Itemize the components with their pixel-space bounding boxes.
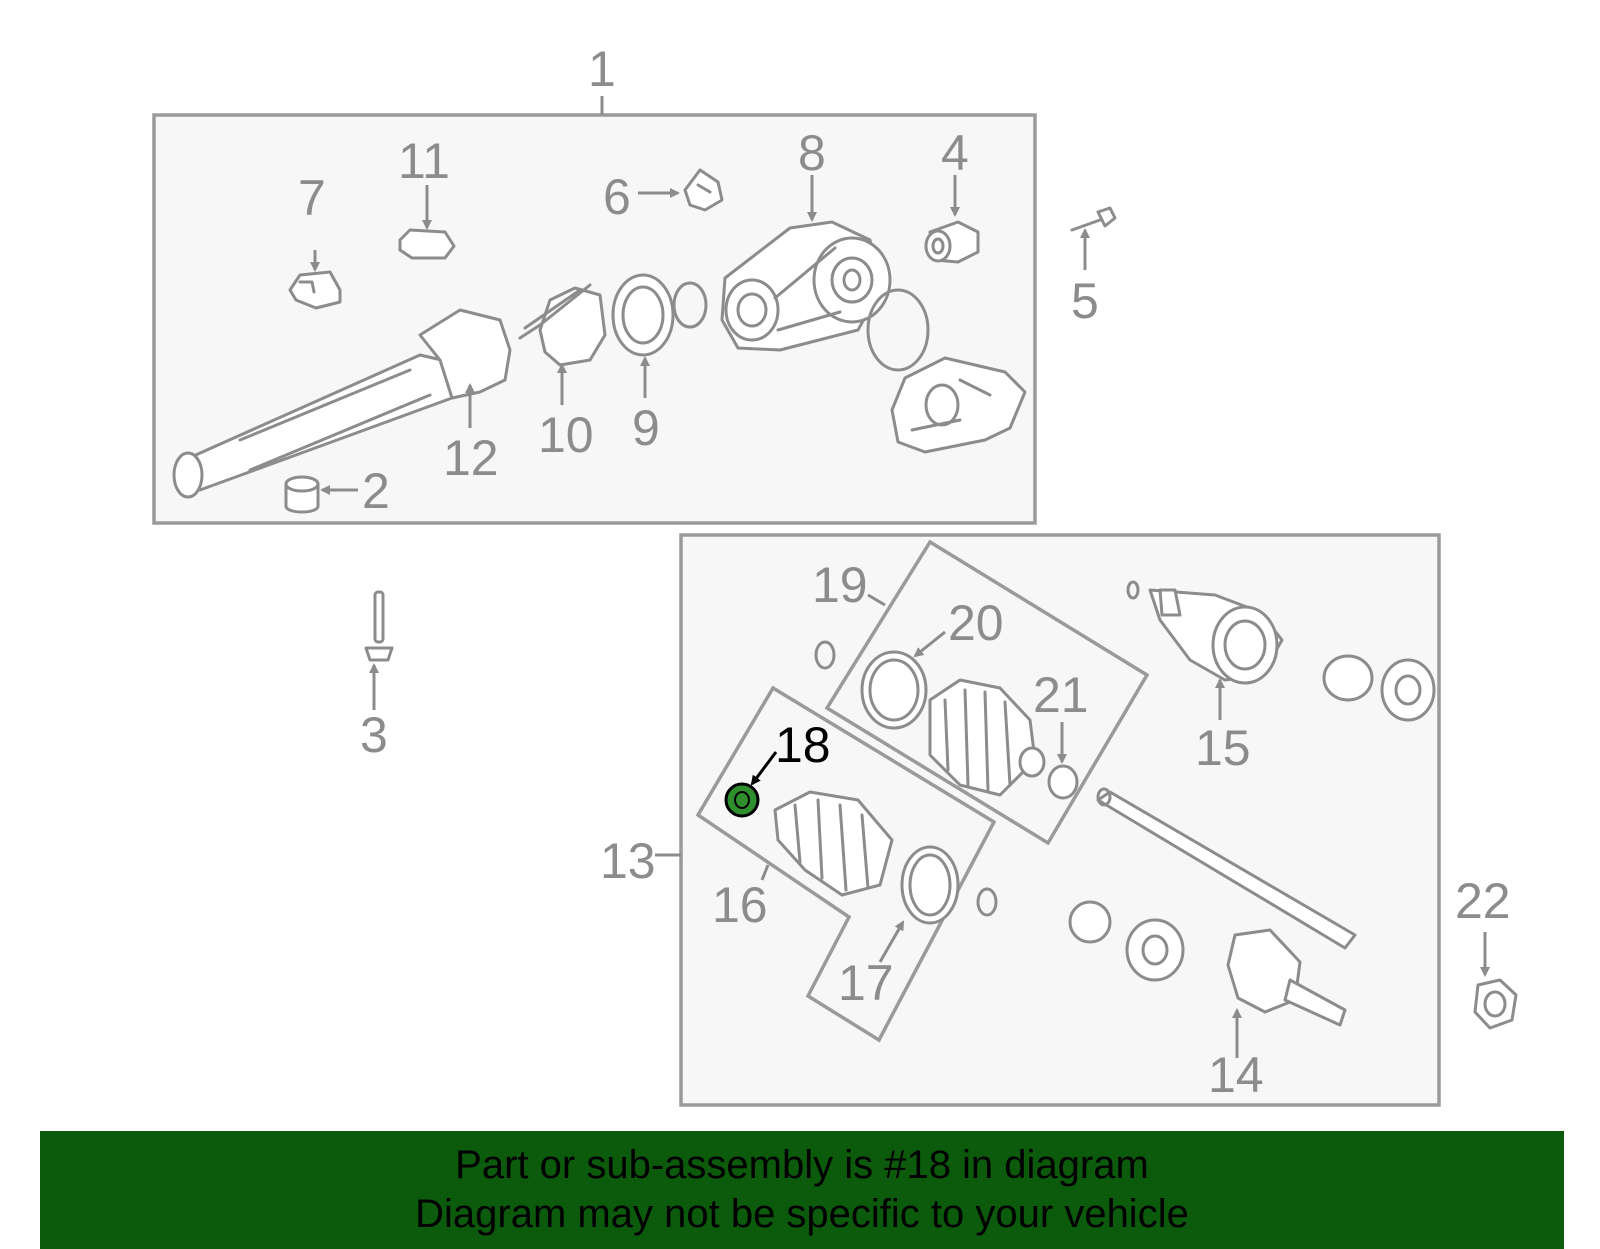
- part-20-clamp[interactable]: [860, 650, 928, 730]
- part-12-axle-tube[interactable]: [172, 308, 512, 499]
- part-11-bracket[interactable]: [398, 228, 456, 260]
- part-4-bushing[interactable]: [924, 220, 980, 264]
- part-clip-small[interactable]: [814, 640, 836, 670]
- callout-10: 10: [538, 407, 594, 463]
- callout-5: 5: [1071, 273, 1099, 329]
- part-15-outer-cv-joint[interactable]: [1126, 580, 1284, 685]
- sub-box-16: [695, 685, 997, 1043]
- part-16-boot[interactable]: [773, 790, 894, 897]
- callout-21: 21: [1033, 667, 1089, 723]
- callout-1: 1: [588, 41, 616, 97]
- part-21-ring[interactable]: [1047, 764, 1079, 800]
- part-10-actuator[interactable]: [518, 283, 607, 367]
- part-2-plug[interactable]: [284, 475, 320, 514]
- callout-8: 8: [798, 125, 826, 181]
- part-differential-cover[interactable]: [890, 356, 1027, 454]
- callout-20: 20: [948, 595, 1004, 651]
- part-6-clip[interactable]: [683, 168, 724, 212]
- part-5-bolt[interactable]: [1070, 206, 1117, 232]
- part-9-gasket[interactable]: [611, 273, 708, 357]
- callout-2: 2: [362, 463, 390, 519]
- callout-7: 7: [298, 170, 326, 226]
- part-o-ring-large[interactable]: [866, 288, 930, 372]
- callout-4: 4: [941, 125, 969, 181]
- callout-17: 17: [838, 955, 894, 1011]
- part-7-bracket[interactable]: [288, 270, 342, 310]
- callout-15: 15: [1195, 720, 1251, 776]
- part-19-boot[interactable]: [928, 678, 1046, 797]
- part-tripod-upper[interactable]: [1322, 654, 1436, 722]
- callout-19: 19: [812, 557, 868, 613]
- callout-11: 11: [398, 133, 450, 189]
- part-tripod-lower[interactable]: [1068, 900, 1185, 982]
- info-banner: Part or sub-assembly is #18 in diagram D…: [40, 1131, 1564, 1249]
- callout-18-highlighted[interactable]: 18: [775, 717, 831, 773]
- callout-12: 12: [443, 430, 499, 486]
- callout-13: 13: [600, 833, 656, 889]
- part-3-bolt[interactable]: [364, 590, 394, 662]
- banner-line-2: Diagram may not be specific to your vehi…: [415, 1192, 1189, 1236]
- part-22-nut[interactable]: [1473, 978, 1518, 1030]
- sub-box-19: [824, 539, 1150, 846]
- callout-6: 6: [603, 169, 631, 225]
- callout-9: 9: [632, 400, 660, 456]
- part-8-differential-carrier[interactable]: [720, 220, 892, 352]
- part-18-seal-highlighted[interactable]: [724, 782, 760, 818]
- callout-14: 14: [1208, 1047, 1264, 1103]
- callout-3: 3: [360, 707, 388, 763]
- part-17-clamp[interactable]: [900, 845, 960, 925]
- callout-22: 22: [1455, 873, 1511, 929]
- callout-16: 16: [712, 877, 768, 933]
- banner-line-1: Part or sub-assembly is #18 in diagram: [455, 1143, 1149, 1187]
- part-halfshaft[interactable]: [1096, 787, 1357, 950]
- part-clip-small-2[interactable]: [976, 887, 998, 917]
- part-14-inner-cv-joint[interactable]: [1226, 928, 1347, 1027]
